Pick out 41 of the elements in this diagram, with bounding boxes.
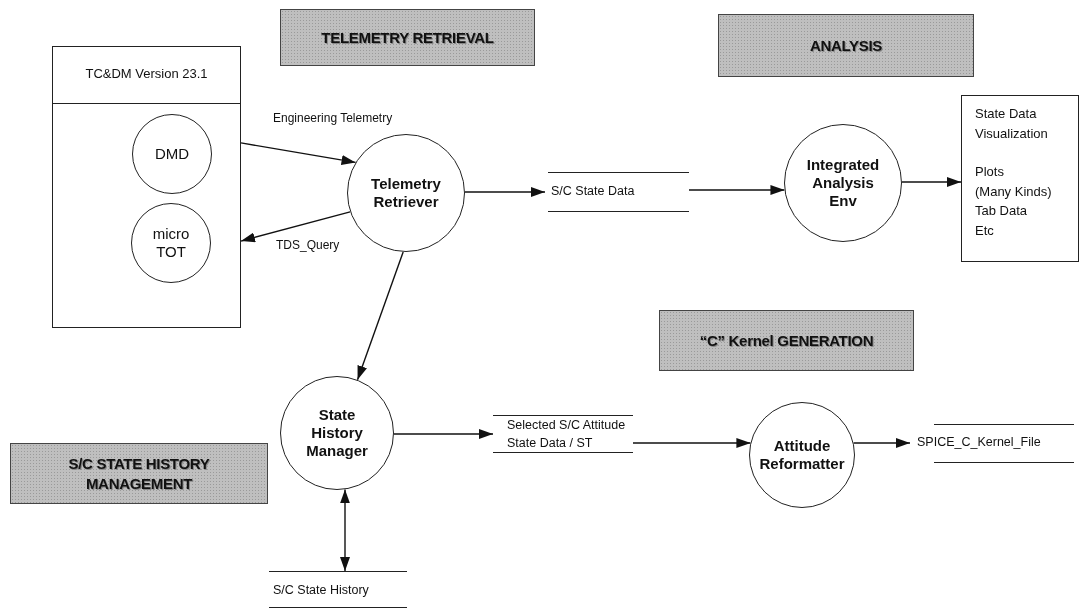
arrow [901,177,962,187]
edge-label: TDS_Query [276,238,340,252]
output-title: State Data Visualization [975,105,1049,143]
store-label: SPICE_C_Kernel_File [917,434,1042,451]
output-item: Plots [975,163,1005,181]
node-label: Attitude Reformatter [758,437,846,473]
section-title: ANALYSIS [809,35,883,56]
node-label: Telemetry Retriever [370,175,442,211]
section-title: TELEMETRY RETRIEVAL [321,27,494,48]
arrow [393,429,494,439]
system-box [52,46,241,328]
output-item: (Many Kinds) [975,182,1053,201]
arrow [240,211,351,243]
store-label: S/C State Data [551,183,636,200]
arrow [464,187,546,197]
node-label: State History Manager [305,406,369,460]
data-store [269,571,407,608]
store-label: Selected S/C Attitude State Data / ST [507,417,627,452]
arrow [688,185,786,195]
output-item: Etc [975,221,995,240]
output-box [961,95,1079,262]
edge-label: Engineering Telemetry [273,111,393,125]
output-item: Tab Data [975,202,1029,220]
node-label: DMD [154,145,190,163]
arrow [632,438,752,448]
section-banner [10,443,268,504]
node-label: micro TOT [151,225,191,261]
data-store [545,172,689,212]
arrow [356,251,404,381]
section-title: S/C STATE HISTORY MANAGEMENT [67,454,211,493]
section-title: “C” Kernel GENERATION [699,330,874,351]
node-label: Integrated Analysis Env [805,156,881,210]
data-store [493,415,633,453]
arrow [852,438,911,448]
section-banner [659,310,914,371]
section-banner [718,14,974,77]
system-title: TC&DM Version 23.1 [84,66,209,81]
arrow [340,488,350,572]
store-label: S/C State History [273,582,370,599]
arrow [240,142,357,165]
section-banner [280,9,535,66]
